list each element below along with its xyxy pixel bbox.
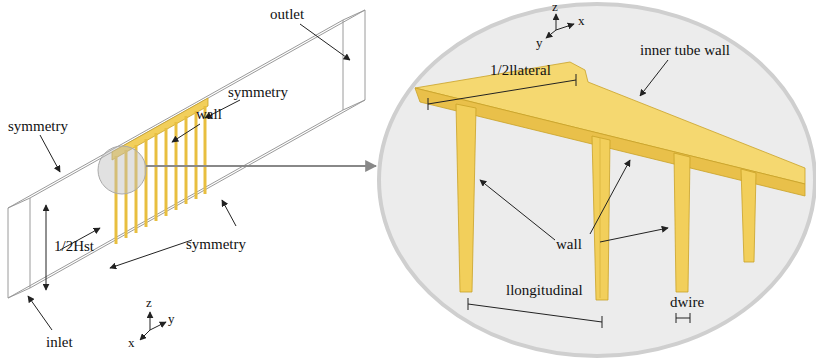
label: dwire	[670, 294, 704, 311]
wire-detail	[415, 62, 805, 300]
domain-box	[8, 10, 365, 298]
label: symmetry	[186, 236, 246, 253]
label: symmetry	[8, 118, 68, 135]
label: inner tube wall	[640, 42, 730, 59]
label: wall	[196, 106, 222, 123]
zoom-lens	[379, 4, 815, 356]
axis-label: x	[578, 14, 585, 28]
label: 1/2llateral	[490, 62, 551, 79]
axis-label: z	[146, 296, 152, 310]
axis-label: y	[168, 312, 175, 326]
axis-label: y	[536, 36, 543, 50]
label: 1/2Hst	[54, 238, 94, 255]
axis-label: x	[128, 336, 135, 350]
label: inlet	[46, 334, 73, 351]
label: symmetry	[228, 84, 288, 101]
axis-label: z	[552, 0, 558, 14]
label: llongitudinal	[506, 282, 583, 299]
leader-lines	[28, 14, 690, 340]
zoom-spot	[98, 146, 146, 194]
label: wall	[556, 236, 582, 253]
zoom-arrow	[146, 165, 376, 167]
label: outlet	[270, 6, 304, 23]
